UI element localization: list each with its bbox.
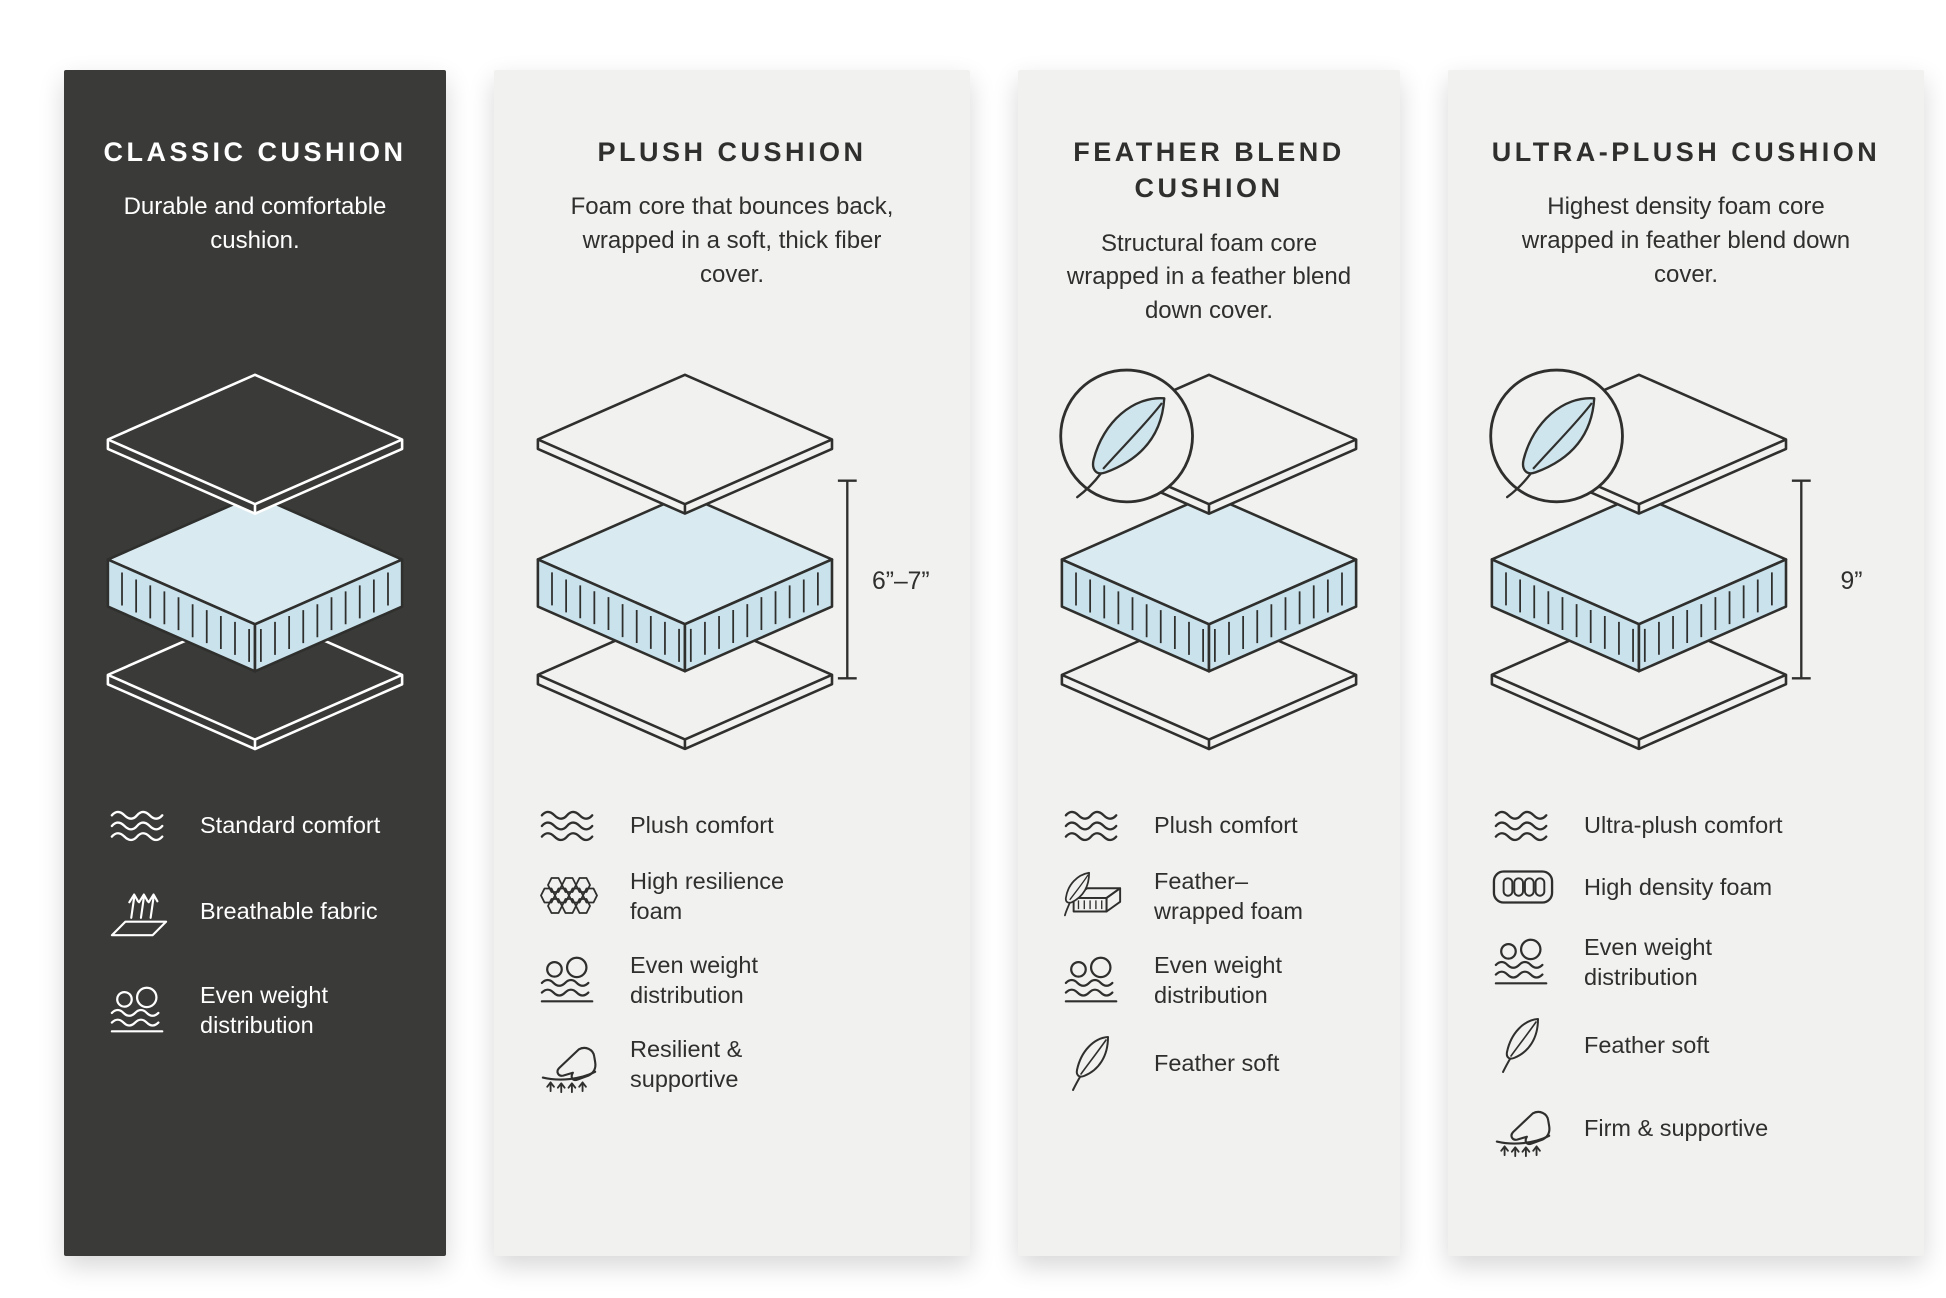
cushion-illustration: 9” (1486, 348, 1886, 778)
feather-wrapped-foam-icon (1058, 870, 1128, 922)
feature-label: Firm & supportive (1584, 1115, 1769, 1142)
cushion-illustration (1056, 348, 1362, 778)
feature-label: High resilience foam (630, 868, 785, 925)
feature-label: Even weight distribution (1154, 952, 1283, 1009)
layered-cushion-diagram (106, 373, 404, 751)
panel-title: CLASSIC CUSHION (103, 137, 407, 167)
waves-icon (104, 808, 174, 842)
panel-header: CLASSIC CUSHION Durable and comfortable … (102, 134, 408, 348)
panel-description: Durable and comfortable cushion. (123, 193, 387, 255)
feature-label: Resilient & supportive (630, 1036, 743, 1093)
feature-row: Even weight distribution (1488, 932, 1884, 992)
feature-list: Plush comfort High resilience foam Even … (532, 808, 932, 1094)
panel-title: FEATHER BLEND CUSHION (1073, 137, 1345, 204)
waves-icon (534, 808, 604, 842)
feature-row: Breathable fabric (104, 884, 406, 938)
feature-row: High density foam (1488, 866, 1884, 908)
height-dimension-marker (1791, 479, 1811, 680)
feature-label: Plush comfort (1154, 811, 1298, 838)
feature-row: Even weight distribution (1058, 950, 1360, 1010)
feature-row: Resilient & supportive (534, 1034, 930, 1094)
layered-cushion-diagram-with-feather-badge: 9” (1489, 368, 1863, 751)
feature-label: High density foam (1584, 873, 1773, 900)
even-weight-icon (1058, 956, 1128, 1004)
panel-ultra-plush-cushion: ULTRA-PLUSH CUSHION Highest density foam… (1448, 70, 1924, 1256)
breathable-fabric-icon (104, 884, 174, 938)
feature-list: Standard comfort Breathable fabric Even … (102, 808, 408, 1040)
feature-label: Plush comfort (630, 811, 774, 838)
feature-label: Feather–wrapped foam (1154, 868, 1303, 925)
feature-row: Ultra-plush comfort (1488, 808, 1884, 842)
high-density-foam-icon (1488, 866, 1558, 908)
feature-row: Feather soft (1488, 1016, 1884, 1074)
feature-label: Feather soft (1584, 1032, 1710, 1059)
feather-icon (1488, 1016, 1558, 1074)
honeycomb-foam-icon (534, 876, 604, 916)
feature-list: Plush comfort Feather–wrapped foam Even … (1056, 808, 1362, 1092)
panel-feather-blend-cushion: FEATHER BLEND CUSHION Structural foam co… (1018, 70, 1400, 1256)
feature-row: Firm & supportive (1488, 1098, 1884, 1158)
panel-classic-cushion: CLASSIC CUSHION Durable and comfortable … (64, 70, 446, 1256)
panel-description: Foam core that bounces back, wrapped in … (570, 193, 894, 288)
even-weight-icon (104, 986, 174, 1034)
height-dimension-label: 6”–7” (872, 568, 930, 595)
feature-row: Standard comfort (104, 808, 406, 842)
feature-row: Even weight distribution (534, 950, 930, 1010)
hand-support-icon (1488, 1098, 1558, 1158)
hand-support-icon (534, 1034, 604, 1094)
feature-label: Standard comfort (200, 811, 381, 838)
feature-row: Plush comfort (534, 808, 930, 842)
feature-label: Ultra-plush comfort (1584, 811, 1783, 838)
feather-badge (1059, 368, 1194, 504)
panel-title: PLUSH CUSHION (597, 137, 867, 167)
feature-list: Ultra-plush comfort High density foam Ev… (1486, 808, 1886, 1158)
panel-description: Structural foam core wrapped in a feathe… (1066, 229, 1352, 325)
feature-row: High resilience foam (534, 866, 930, 926)
feature-label: Even weight distribution (630, 952, 759, 1009)
panel-description: Highest density foam core wrapped in fea… (1521, 193, 1851, 288)
panel-plush-cushion: PLUSH CUSHION Foam core that bounces bac… (494, 70, 970, 1256)
even-weight-icon (534, 956, 604, 1004)
layered-cushion-diagram-with-feather-badge (1059, 368, 1358, 751)
feature-label: Breathable fabric (200, 897, 378, 924)
panel-title: ULTRA-PLUSH CUSHION (1491, 137, 1881, 167)
feature-row: Even weight distribution (104, 980, 406, 1040)
even-weight-icon (1488, 938, 1558, 986)
layered-cushion-diagram: 6”–7” (536, 373, 930, 751)
feather-badge (1489, 368, 1624, 504)
panel-header: PLUSH CUSHION Foam core that bounces bac… (532, 134, 932, 348)
height-dimension-marker (837, 479, 857, 680)
panel-row: CLASSIC CUSHION Durable and comfortable … (64, 70, 1924, 1256)
feature-row: Plush comfort (1058, 808, 1360, 842)
cushion-illustration: 6”–7” (532, 348, 932, 778)
feature-row: Feather soft (1058, 1034, 1360, 1092)
cushion-illustration (102, 348, 408, 778)
feature-label: Even weight distribution (200, 982, 329, 1039)
waves-icon (1058, 808, 1128, 842)
feature-label: Feather soft (1154, 1050, 1280, 1077)
height-dimension-label: 9” (1841, 568, 1863, 595)
feature-label: Even weight distribution (1584, 934, 1713, 991)
feather-icon (1058, 1034, 1128, 1092)
panel-header: FEATHER BLEND CUSHION Structural foam co… (1056, 134, 1362, 348)
panel-header: ULTRA-PLUSH CUSHION Highest density foam… (1486, 134, 1886, 348)
feature-row: Feather–wrapped foam (1058, 866, 1360, 926)
waves-icon (1488, 808, 1558, 842)
